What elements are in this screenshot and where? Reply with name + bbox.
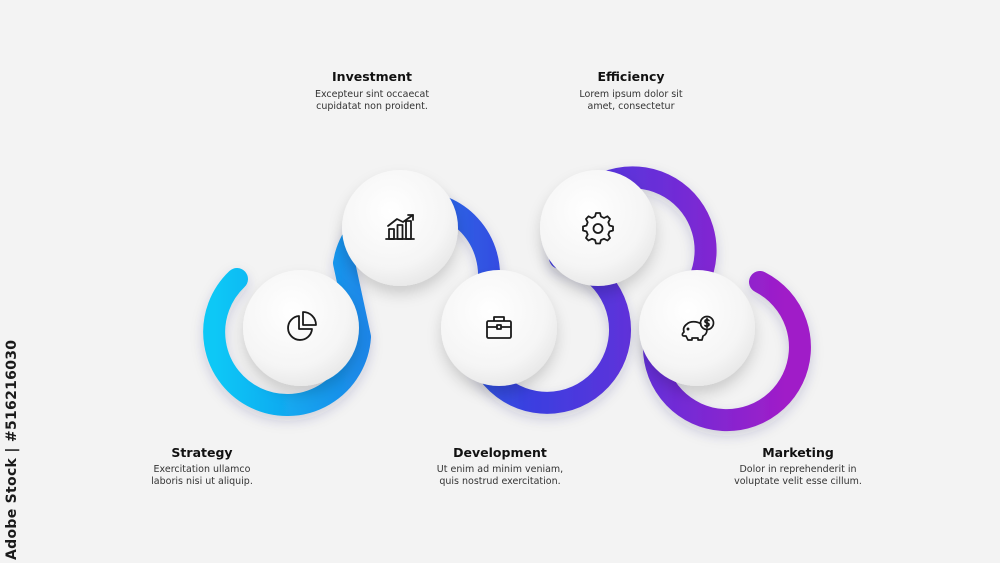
step-title-marketing: Marketing (762, 445, 834, 460)
step-desc-strategy: Exercitation ullamco laboris nisi ut ali… (151, 464, 253, 487)
gear-icon (582, 212, 614, 245)
node-investment (342, 170, 458, 286)
pie-chart-icon (287, 311, 317, 341)
briefcase-icon (486, 316, 512, 339)
piggy-bank-icon (681, 315, 715, 341)
node-development (441, 270, 557, 386)
step-desc-marketing: Dolor in reprehenderit in voluptate veli… (734, 464, 862, 487)
step-title-efficiency: Efficiency (597, 69, 665, 84)
step-title-development: Development (453, 445, 547, 460)
gradient-ribbon (203, 166, 811, 432)
watermark: Adobe Stock | #516216030 (4, 330, 24, 560)
step-title-strategy: Strategy (171, 445, 233, 460)
step-desc-investment: Excepteur sint occaecat cupidatat non pr… (314, 89, 430, 112)
watermark-text: Adobe Stock | #516216030 (4, 339, 20, 560)
node-efficiency (540, 170, 656, 286)
step-desc-efficiency: Lorem ipsum dolor sit amet, consectetur (579, 89, 683, 112)
bar-chart-icon (385, 214, 415, 240)
step-title-investment: Investment (332, 69, 412, 84)
node-strategy (243, 270, 359, 386)
node-marketing (639, 270, 755, 386)
step-desc-development: Ut enim ad minim veniam, quis nostrud ex… (436, 464, 564, 487)
